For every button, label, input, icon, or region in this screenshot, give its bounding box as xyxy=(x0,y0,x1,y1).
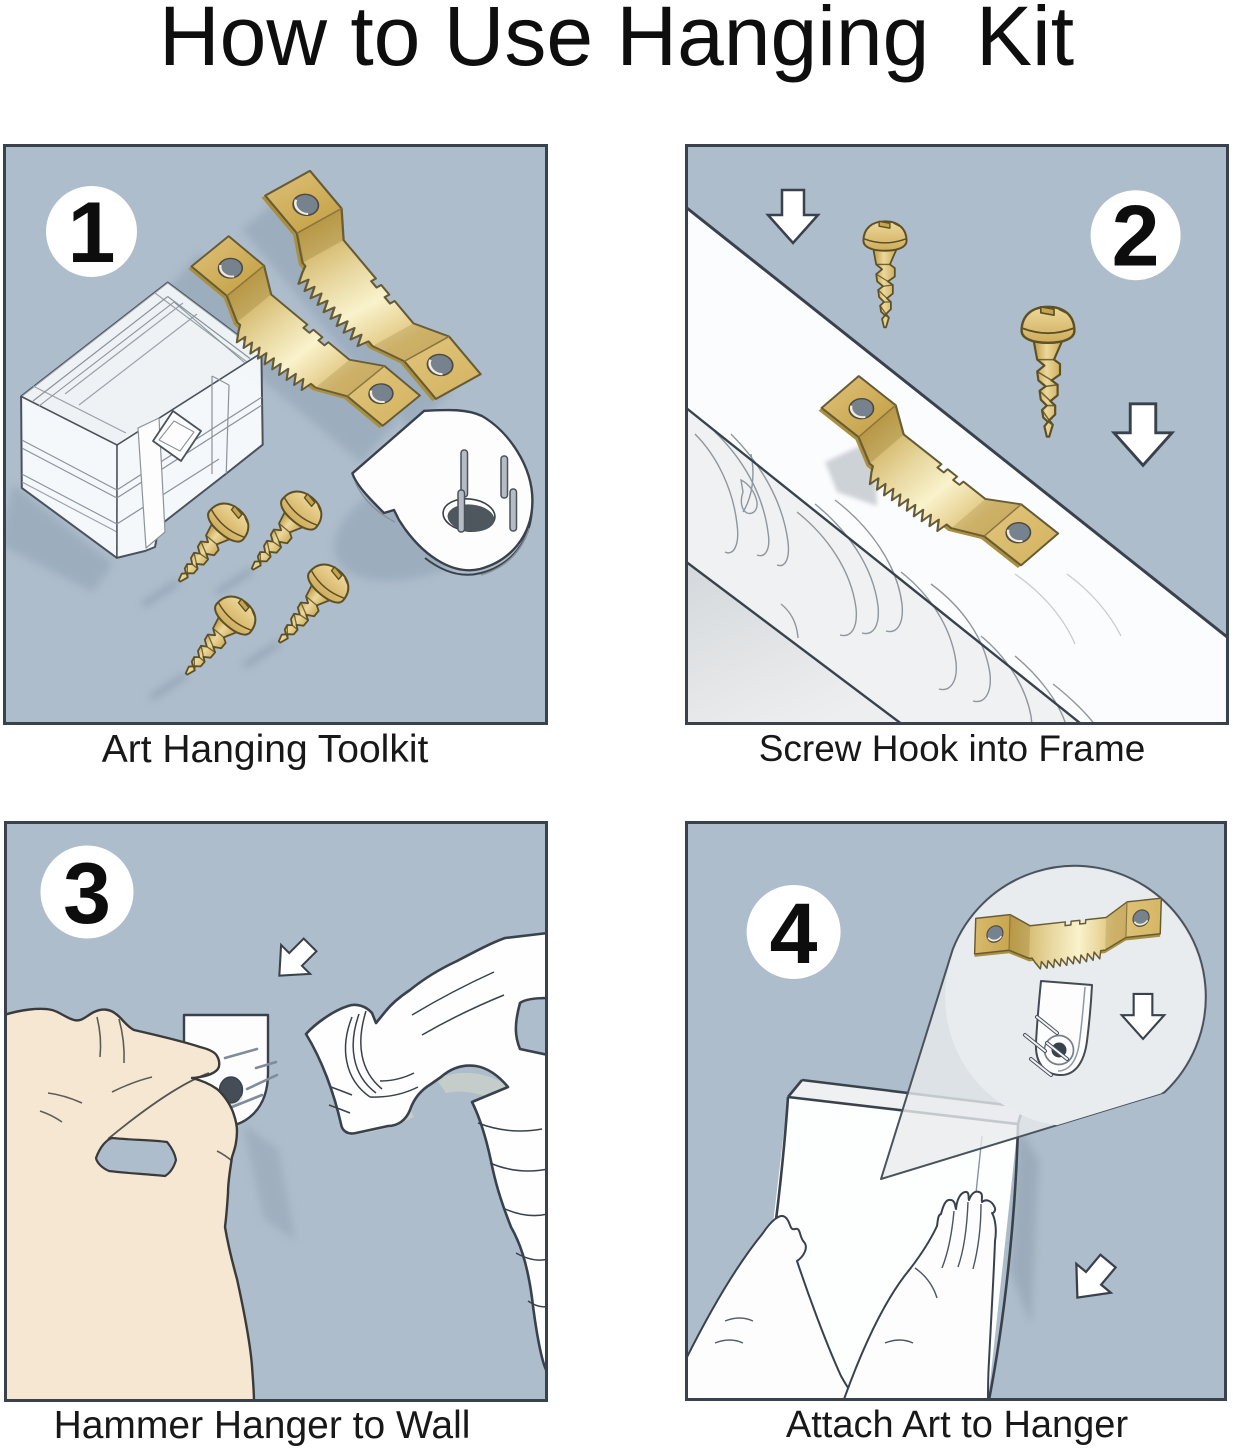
svg-text:1: 1 xyxy=(68,185,116,281)
svg-text:3: 3 xyxy=(63,846,111,942)
svg-text:4: 4 xyxy=(770,886,818,982)
svg-text:2: 2 xyxy=(1112,189,1160,285)
